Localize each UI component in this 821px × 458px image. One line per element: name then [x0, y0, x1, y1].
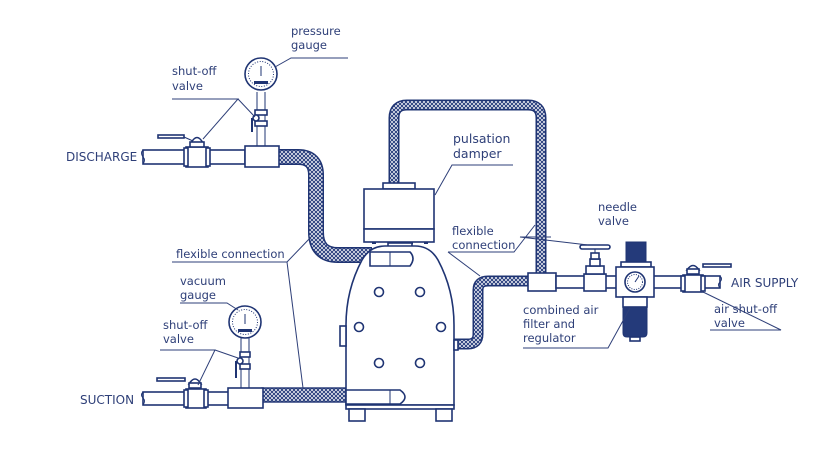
discharge-label: DISCHARGE: [66, 150, 137, 164]
damper-loop-flexible-hose: [388, 99, 547, 275]
shutoff-valve-bottom-label-line2: valve: [163, 332, 194, 346]
air-shutoff-valve-label-line2: valve: [714, 316, 745, 330]
air-flexible-hose: [454, 275, 528, 350]
air-shutoff-valve-label-line1: air shut-off: [714, 302, 778, 316]
pulsation-damper-label-line1: pulsation: [453, 131, 510, 146]
vacuum-gauge-label-line1: vacuum: [180, 274, 226, 288]
leader-lines: [160, 57, 782, 389]
air-supply-label: AIR SUPPLY: [731, 276, 799, 290]
air-shutoff-valve: [680, 263, 732, 293]
pressure-gauge-label-line2: gauge: [291, 38, 327, 52]
vacuum-gauge: [228, 305, 262, 388]
flexible-connection-right-label-line1: flexible: [452, 224, 494, 238]
flexible-connection-left-label: flexible connection: [176, 247, 285, 261]
flexible-connection-right-label-line2: connection: [452, 238, 515, 252]
suction-label: SUCTION: [80, 393, 134, 407]
pulsation-damper-label-line2: damper: [453, 146, 502, 161]
pulsation-damper: [363, 182, 435, 244]
needle-valve: [579, 244, 611, 292]
discharge-shutoff-valve: [157, 134, 211, 168]
air-filter-regulator: [615, 241, 655, 342]
combined-filter-label-line2: filter and: [523, 317, 575, 331]
pressure-gauge-label-line1: pressure: [291, 24, 341, 38]
suction-flexible-hose: [261, 387, 349, 403]
air-operated-pump: [339, 242, 459, 422]
suction-shutoff-valve: [156, 377, 209, 409]
combined-filter-label-line1: combined air: [523, 303, 599, 317]
shutoff-valve-top-label-line1: shut-off: [172, 64, 217, 78]
needle-valve-label-line2: valve: [598, 214, 629, 228]
shutoff-valve-top-label-line2: valve: [172, 79, 203, 93]
needle-valve-label-line1: needle: [598, 200, 637, 214]
pressure-gauge: [244, 57, 278, 146]
discharge-flexible-hose: [278, 149, 372, 263]
vacuum-gauge-label-line2: gauge: [180, 288, 216, 302]
shutoff-valve-bottom-label-line1: shut-off: [163, 318, 208, 332]
combined-filter-label-line3: regulator: [523, 331, 576, 345]
